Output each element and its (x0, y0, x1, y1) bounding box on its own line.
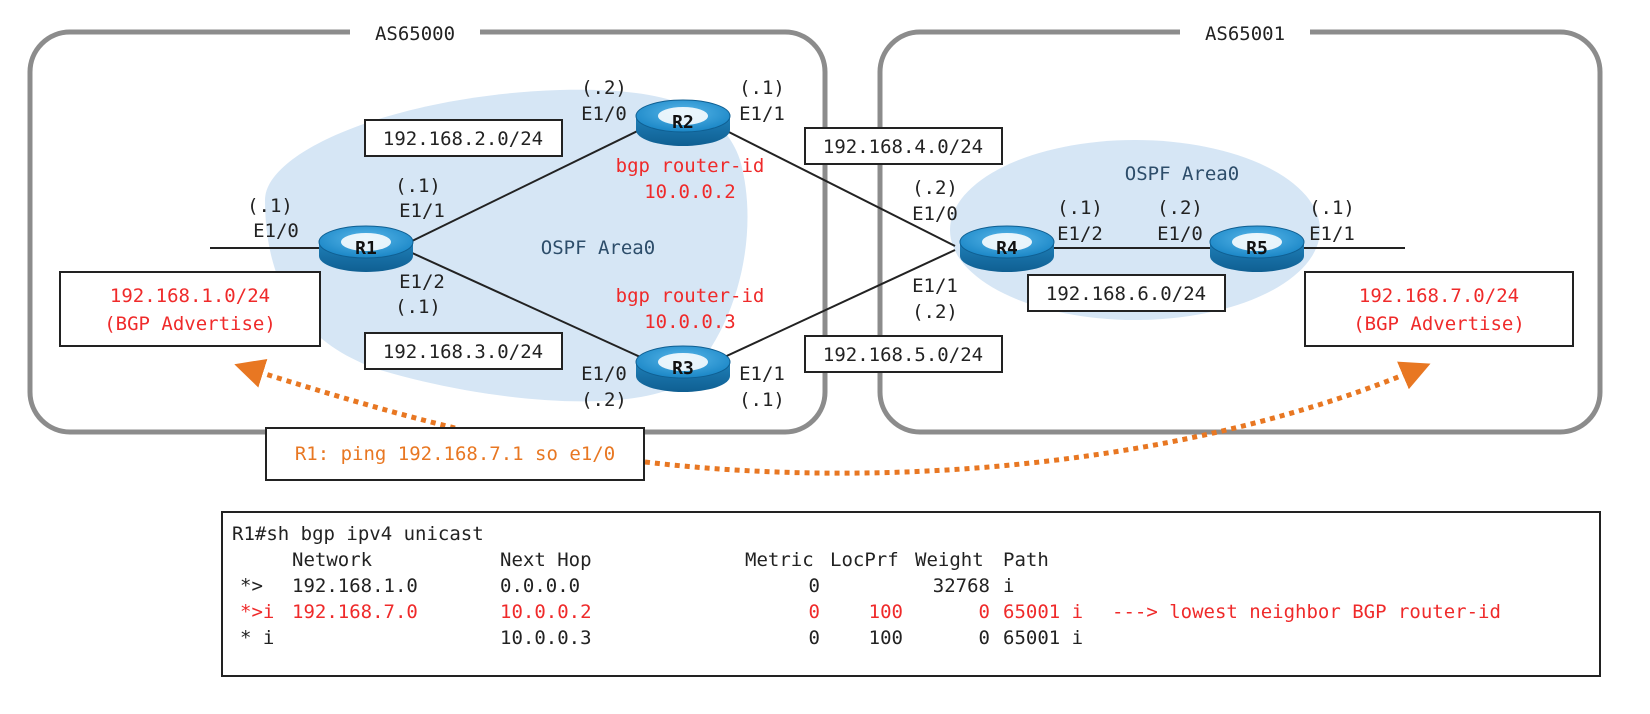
r4-e10-ip: (.2) (912, 177, 958, 199)
cli-prompt: R1#sh bgp ipv4 unicast (232, 523, 484, 545)
r2-router-id-value: 10.0.0.2 (644, 181, 736, 203)
ospf-area-left (265, 89, 748, 402)
cli-row1-network: 192.168.1.0 (292, 575, 418, 597)
r2-e10-label: E1/0 (581, 103, 627, 125)
cli-row1-weight: 32768 (933, 575, 990, 597)
r5-e10-ip: (.2) (1157, 197, 1203, 219)
r1-e12-label: E1/2 (399, 271, 445, 293)
advertise-note-r5: (BGP Advertise) (1353, 313, 1525, 335)
r4-e11-label: E1/1 (912, 275, 958, 297)
r3-router-id-value: 10.0.0.3 (644, 311, 736, 333)
r3-e11-label: E1/1 (739, 363, 785, 385)
router-r5-icon (1209, 225, 1305, 272)
r5-e11-label: E1/1 (1309, 223, 1355, 245)
r1-e10-ip: (.1) (247, 195, 293, 217)
cli-header-weight: Weight (915, 549, 984, 571)
r2-e11-ip: (.1) (739, 77, 785, 99)
cli-row3-weight: 0 (979, 627, 990, 649)
r1-e10-label: E1/0 (253, 220, 299, 242)
r4-e12-ip: (.1) (1057, 197, 1103, 219)
cli-row2-status: *>i (240, 601, 274, 623)
r3-e11-ip: (.1) (739, 389, 785, 411)
ospf-area-label-left: OSPF Area0 (541, 237, 655, 259)
cli-row3-metric: 0 (809, 627, 820, 649)
cli-row2-weight: 0 (979, 601, 990, 623)
cli-header-metric: Metric (745, 549, 814, 571)
link-r1-r2 (409, 119, 661, 243)
subnet-box-r1-r3 (364, 332, 563, 370)
advertise-network-r1: 192.168.1.0/24 (110, 285, 270, 307)
cli-row3-locprf: 100 (869, 627, 903, 649)
r1-e11-label: E1/1 (399, 200, 445, 222)
ping-arrow-right (644, 361, 1431, 476)
cli-row3-path: 65001 i (1003, 627, 1083, 649)
r3-e10-ip: (.2) (581, 389, 627, 411)
subnet-r4-r5: 192.168.6.0/24 (1046, 283, 1206, 305)
subnet-r1-r2: 192.168.2.0/24 (383, 128, 543, 150)
r4-e10-label: E1/0 (912, 203, 958, 225)
cli-row3-next-hop: 10.0.0.3 (500, 627, 592, 649)
link-r1-r3 (409, 251, 661, 367)
cli-header-network: Network (292, 549, 373, 571)
router-r3-name: R3 (672, 358, 694, 379)
r4-e11-ip: (.2) (912, 301, 958, 323)
router-r1-name: R1 (355, 238, 377, 259)
advertise-box-r1 (59, 271, 321, 347)
cli-row2-locprf: 100 (869, 601, 903, 623)
cli-row2-path: 65001 i (1003, 601, 1083, 623)
advertise-network-r5: 192.168.7.0/24 (1359, 285, 1519, 307)
r3-router-id-label: bgp router-id (616, 285, 765, 307)
cli-row3-status: * i (240, 627, 274, 649)
r5-e11-ip: (.1) (1309, 197, 1355, 219)
r4-e12-label: E1/2 (1057, 223, 1103, 245)
router-r1-icon (318, 225, 414, 272)
router-r2-icon (635, 99, 731, 146)
subnet-r2-r4: 192.168.4.0/24 (823, 136, 983, 158)
router-r3-icon (635, 345, 731, 392)
advertise-note-r1: (BGP Advertise) (104, 313, 276, 335)
as-label-65000: AS65000 (375, 23, 455, 45)
as-label-65001: AS65001 (1205, 23, 1285, 45)
ospf-area-label-right: OSPF Area0 (1125, 163, 1239, 185)
r1-e11-ip: (.1) (395, 175, 441, 197)
cli-row2-note: ---> lowest neighbor BGP router-id (1112, 601, 1501, 623)
cli-row2-next-hop: 10.0.0.2 (500, 601, 592, 623)
cli-output-box (221, 511, 1601, 677)
cli-header-locprf: LocPrf (830, 549, 899, 571)
subnet-box-r1-r2 (364, 119, 563, 157)
subnet-box-r4-r5 (1027, 274, 1226, 312)
ping-command: R1: ping 192.168.7.1 so e1/0 (295, 443, 615, 465)
cli-header-next-hop: Next Hop (500, 549, 592, 571)
cli-row1-metric: 0 (809, 575, 820, 597)
r3-e10-label: E1/0 (581, 363, 627, 385)
cli-row2-network: 192.168.7.0 (292, 601, 418, 623)
cli-row1-path: i (1003, 575, 1014, 597)
subnet-r1-r3: 192.168.3.0/24 (383, 341, 543, 363)
ping-command-box (265, 427, 645, 481)
router-r4-name: R4 (996, 238, 1018, 259)
r5-e10-label: E1/0 (1157, 223, 1203, 245)
router-r4-icon (959, 225, 1055, 272)
subnet-r3-r4: 192.168.5.0/24 (823, 344, 983, 366)
router-r2-name: R2 (672, 112, 694, 133)
cli-header-path: Path (1003, 549, 1049, 571)
cli-row2-metric: 0 (809, 601, 820, 623)
advertise-box-r5 (1304, 271, 1574, 347)
r1-e12-ip: (.1) (395, 296, 441, 318)
r2-e11-label: E1/1 (739, 103, 785, 125)
cli-row1-status: *> (240, 575, 263, 597)
router-r5-name: R5 (1246, 238, 1268, 259)
link-r2-r4 (704, 119, 956, 247)
link-r3-r4 (704, 249, 956, 367)
subnet-box-r3-r4 (804, 335, 1003, 373)
r2-e10-ip: (.2) (581, 77, 627, 99)
subnet-box-r2-r4 (804, 127, 1003, 165)
cli-row1-next-hop: 0.0.0.0 (500, 575, 580, 597)
r2-router-id-label: bgp router-id (616, 155, 765, 177)
